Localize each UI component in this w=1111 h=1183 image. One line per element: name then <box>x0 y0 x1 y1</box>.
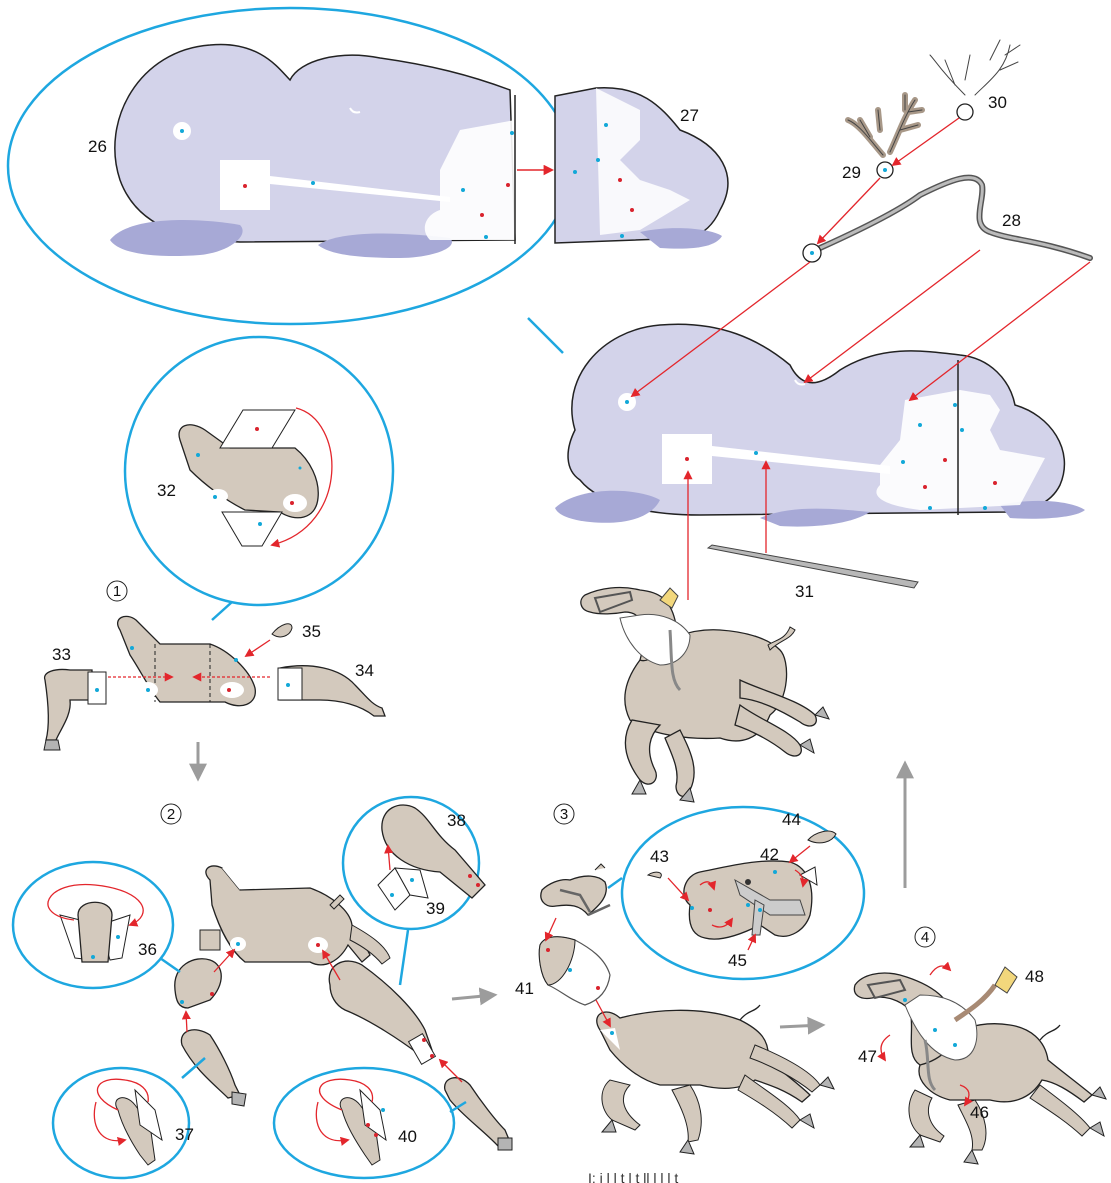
label-36: 36 <box>138 940 157 959</box>
label-47: 47 <box>858 1047 877 1066</box>
step1-callout <box>125 337 393 620</box>
label-42: 42 <box>760 845 779 864</box>
step1-parts <box>44 616 385 750</box>
step4-number: 4 <box>921 929 929 946</box>
step2-circle: 2 <box>161 804 181 824</box>
step1-number: 1 <box>113 583 121 600</box>
step4-circle: 4 <box>915 927 935 947</box>
rein-piece-28 <box>803 178 1090 262</box>
label-34: 34 <box>355 661 374 680</box>
label-31: 31 <box>795 582 814 601</box>
callout-40 <box>274 1068 466 1178</box>
step1-circle: 1 <box>107 581 127 601</box>
step3-number: 3 <box>560 806 568 823</box>
label-37: 37 <box>175 1125 194 1144</box>
label-27: 27 <box>680 106 699 125</box>
step2-number: 2 <box>167 806 175 823</box>
callout-37 <box>53 1058 205 1178</box>
label-45: 45 <box>728 951 747 970</box>
label-28: 28 <box>1002 211 1021 230</box>
label-43: 43 <box>650 847 669 866</box>
label-30: 30 <box>988 93 1007 112</box>
label-33: 33 <box>52 645 71 664</box>
reindeer-step4 <box>854 966 1106 1164</box>
label-44: 44 <box>782 810 801 829</box>
reindeer-final <box>581 588 829 802</box>
label-26: 26 <box>88 137 107 156</box>
label-41: 41 <box>515 979 534 998</box>
label-39: 39 <box>426 899 445 918</box>
label-35: 35 <box>302 622 321 641</box>
label-38: 38 <box>447 811 466 830</box>
label-32: 32 <box>157 481 176 500</box>
label-48: 48 <box>1025 967 1044 986</box>
label-46: 46 <box>970 1103 989 1122</box>
sky-panel-right <box>555 88 728 249</box>
footer-text: I: i l l t l t ll l l l t <box>588 1170 678 1183</box>
sky-assembled <box>555 324 1085 526</box>
label-40: 40 <box>398 1127 417 1146</box>
sky-panel-callout <box>8 8 728 353</box>
sky-panel-left <box>110 44 515 258</box>
callout-36 <box>13 862 180 988</box>
label-29: 29 <box>842 163 861 182</box>
step3-circle: 3 <box>554 804 574 824</box>
